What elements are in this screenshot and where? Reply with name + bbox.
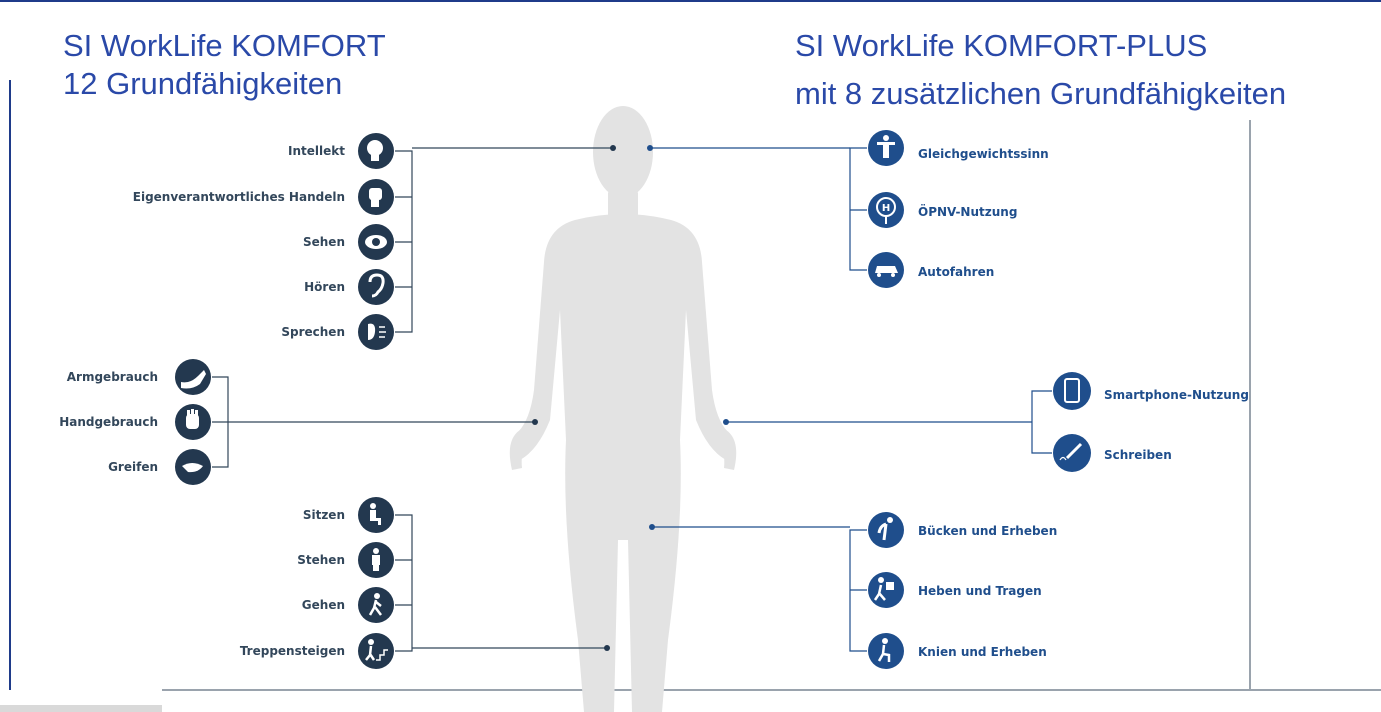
- ability-label-hoeren: Hören: [304, 280, 345, 294]
- ability-label-treppensteigen: Treppensteigen: [239, 644, 345, 658]
- ability-label-greifen: Greifen: [108, 460, 158, 474]
- stairs-person-icon: [358, 633, 394, 669]
- ability-label-buecken-und-erheben: Bücken und Erheben: [918, 524, 1058, 538]
- ability-label-gleichgewichtssinn: Gleichgewichtssinn: [918, 147, 1049, 161]
- ability-label-eigenverantwortliches-handeln: Eigenverantwortliches Handeln: [132, 190, 345, 204]
- ability-label-heben-und-tragen: Heben und Tragen: [918, 584, 1042, 598]
- ear-icon: [358, 269, 394, 305]
- ability-label-smartphone-nutzung: Smartphone-Nutzung: [1104, 388, 1249, 402]
- ability-label-oepnv-nutzung: ÖPNV-Nutzung: [918, 205, 1018, 219]
- right-title-line1: SI WorkLife KOMFORT-PLUS: [795, 28, 1208, 63]
- ability-label-handgebrauch: Handgebrauch: [59, 415, 158, 429]
- grip-hand-icon: [175, 449, 211, 485]
- ability-label-intellekt: Intellekt: [288, 144, 345, 158]
- bus-stop-icon: H: [868, 192, 904, 228]
- icon-circles-left: [175, 133, 394, 669]
- corner-gray-box: [0, 705, 162, 712]
- brain-head-icon: [358, 133, 394, 169]
- svg-text:H: H: [882, 203, 890, 214]
- sitting-person-icon: [358, 497, 394, 533]
- connectors-left: [212, 147, 613, 652]
- lifting-person-icon: [868, 572, 904, 608]
- ability-label-knien-und-erheben: Knien und Erheben: [918, 645, 1047, 659]
- writing-pen-icon: [1053, 434, 1091, 472]
- smartphone-icon: [1053, 372, 1091, 410]
- ability-label-gehen: Gehen: [301, 598, 345, 612]
- hand-icon: [175, 404, 211, 440]
- human-silhouette: [509, 106, 737, 712]
- arm-icon: [175, 359, 211, 395]
- ability-label-sehen: Sehen: [302, 235, 345, 249]
- ability-label-schreiben: Schreiben: [1104, 448, 1172, 462]
- icon-circles-right: H: [868, 130, 1091, 669]
- connector-dots-right: [647, 145, 729, 530]
- ability-label-autofahren: Autofahren: [918, 265, 995, 279]
- connector-dots-left: [532, 145, 616, 651]
- ability-label-sitzen: Sitzen: [302, 508, 345, 522]
- walking-person-icon: [358, 587, 394, 623]
- connectors-right: [650, 147, 1052, 652]
- raised-fist-icon: [358, 179, 394, 215]
- right-title-line2: mit 8 zusätzlichen Grundfähigkeiten: [795, 76, 1287, 111]
- balance-person-icon: [868, 130, 904, 166]
- eye-icon: [358, 224, 394, 260]
- left-title-line2: 12 Grundfähigkeiten: [63, 66, 343, 101]
- left-title-line1: SI WorkLife KOMFORT: [63, 28, 386, 63]
- speaking-head-icon: [358, 314, 394, 350]
- ability-label-sprechen: Sprechen: [281, 325, 345, 339]
- bending-person-icon: [868, 512, 904, 548]
- standing-person-icon: [358, 542, 394, 578]
- car-icon: [868, 252, 904, 288]
- ability-label-armgebrauch: Armgebrauch: [66, 370, 158, 384]
- ability-label-stehen: Stehen: [297, 553, 345, 567]
- kneeling-person-icon: [868, 633, 904, 669]
